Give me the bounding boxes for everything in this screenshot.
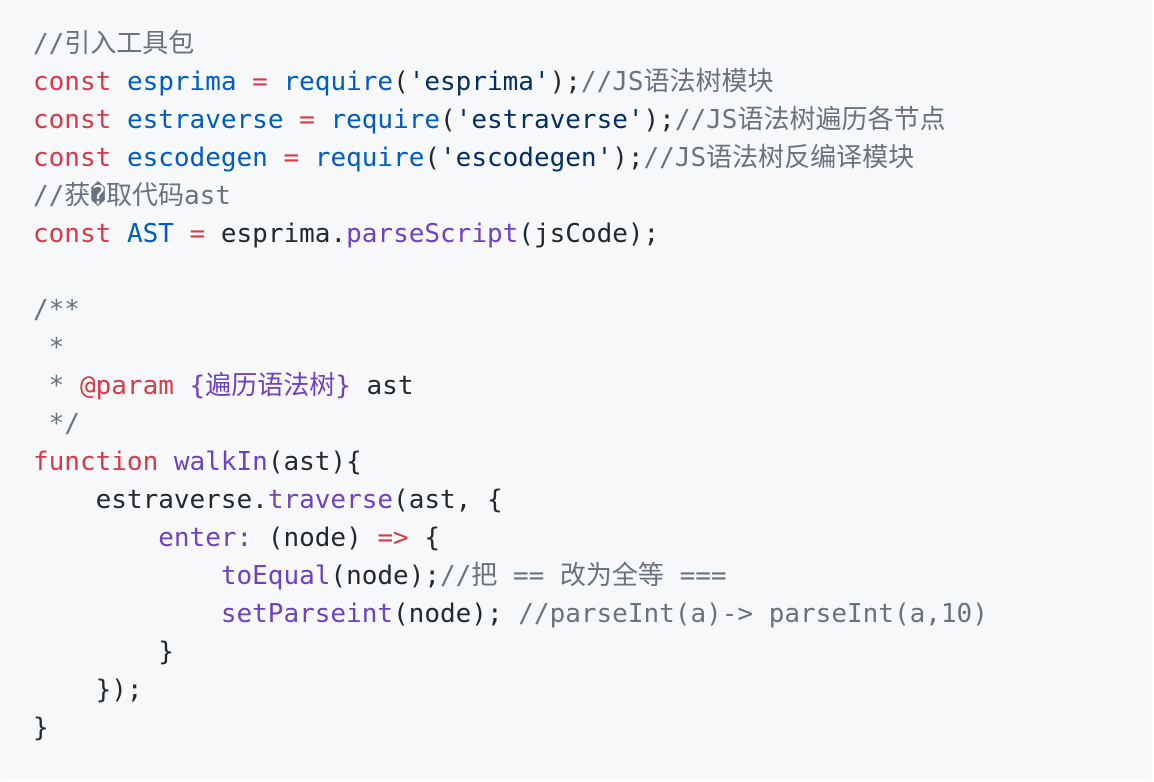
- code-token: );: [643, 105, 675, 135]
- code-token: [33, 523, 158, 553]
- code-token: require: [283, 67, 394, 97]
- code-token: }: [33, 713, 49, 743]
- code-line: const AST = esprima.parseScript(jsCode);: [33, 215, 988, 253]
- code-token: *: [33, 333, 65, 363]
- code-token: //JS语法树模块: [580, 67, 774, 97]
- code-token: [299, 143, 315, 173]
- code-token: (jsCode);: [518, 219, 660, 249]
- code-line: /**: [33, 291, 988, 329]
- code-token: require: [330, 105, 441, 135]
- code-token: (ast){: [267, 447, 362, 477]
- code-token: [268, 67, 284, 97]
- code-line: function walkIn(ast){: [33, 443, 988, 481]
- code-token: [111, 105, 127, 135]
- code-token: //JS语法树遍历各节点: [674, 105, 946, 135]
- code-token: estraverse: [126, 105, 284, 135]
- code-token: const: [33, 143, 112, 173]
- code-token: const: [33, 67, 112, 97]
- code-line: const estraverse = require('estraverse')…: [33, 101, 988, 139]
- code-token: //parseInt(a)-> parseInt(a,10): [518, 599, 988, 629]
- code-token: =>: [377, 523, 409, 553]
- code-token: [237, 67, 253, 97]
- code-token: parseScript: [346, 219, 519, 249]
- code-token: ast: [350, 371, 414, 401]
- code-token: [174, 219, 190, 249]
- code-token: =: [283, 143, 300, 173]
- code-token: require: [314, 143, 425, 173]
- code-token: });: [33, 675, 143, 705]
- code-token: 'escodegen': [440, 143, 613, 173]
- code-line: });: [33, 671, 988, 709]
- code-token: (: [440, 105, 456, 135]
- code-token: (: [393, 67, 409, 97]
- code-token: );: [549, 67, 581, 97]
- code-token: /**: [33, 295, 80, 325]
- code-token: const: [33, 105, 112, 135]
- code-token: [268, 143, 284, 173]
- code-token: [315, 105, 331, 135]
- code-token: *: [33, 371, 80, 401]
- code-token: }: [33, 637, 174, 667]
- code-token: @param: [79, 371, 174, 401]
- code-token: enter:: [158, 523, 253, 553]
- code-token: //JS语法树反编译模块: [643, 143, 915, 173]
- code-token: walkIn: [173, 447, 268, 477]
- code-line: *: [33, 329, 988, 367]
- code-line: }: [33, 633, 988, 671]
- code-token: [111, 67, 127, 97]
- code-token: (node): [252, 523, 378, 553]
- code-token: const: [33, 219, 112, 249]
- code-token: */: [33, 409, 80, 439]
- code-token: [111, 219, 127, 249]
- code-token: [174, 371, 190, 401]
- code-token: [283, 105, 299, 135]
- code-line: enter: (node) => {: [33, 519, 988, 557]
- code-token: //引入工具包: [33, 29, 195, 59]
- code-token: esprima.: [205, 219, 347, 249]
- code-line: //引入工具包: [33, 25, 988, 63]
- code-token: esprima: [126, 67, 237, 97]
- code-line: estraverse.traverse(ast, {: [33, 481, 988, 519]
- code-token: );: [612, 143, 644, 173]
- code-token: [33, 599, 221, 629]
- code-token: toEqual: [220, 561, 331, 591]
- code-token: 'estraverse': [455, 105, 644, 135]
- code-line: const escodegen = require('escodegen');/…: [33, 139, 988, 177]
- code-token: AST: [126, 219, 174, 249]
- code-line: * @param {遍历语法树} ast: [33, 367, 988, 405]
- code-token: {遍历语法树}: [189, 371, 351, 401]
- code-line: */: [33, 405, 988, 443]
- code-line: }: [33, 709, 988, 747]
- code-line: toEqual(node);//把 == 改为全等 ===: [33, 557, 988, 595]
- code-token: {: [408, 523, 441, 553]
- code-token: =: [299, 105, 315, 135]
- code-token: (node);: [330, 561, 440, 591]
- code-token: =: [189, 219, 206, 249]
- code-token: 'esprima': [408, 67, 550, 97]
- code-token: traverse: [267, 485, 394, 515]
- code-token: (node);: [393, 599, 519, 629]
- code-line: const esprima = require('esprima');//JS语…: [33, 63, 988, 101]
- code-token: setParseint: [220, 599, 394, 629]
- code-token: estraverse.: [33, 485, 268, 515]
- code-token: //把 == 改为全等 ===: [440, 561, 727, 591]
- code-token: [33, 561, 221, 591]
- code-token: //获�取代码ast: [33, 181, 231, 211]
- code-line: setParseint(node); //parseInt(a)-> parse…: [33, 595, 988, 633]
- code-line: [33, 253, 988, 291]
- code-token: [158, 447, 174, 477]
- code-token: =: [252, 67, 268, 97]
- code-token: function: [33, 447, 159, 477]
- code-token: escodegen: [126, 143, 268, 173]
- code-token: (ast, {: [393, 485, 503, 515]
- code-token: [111, 143, 127, 173]
- code-token: (: [424, 143, 441, 173]
- code-line: //获�取代码ast: [33, 177, 988, 215]
